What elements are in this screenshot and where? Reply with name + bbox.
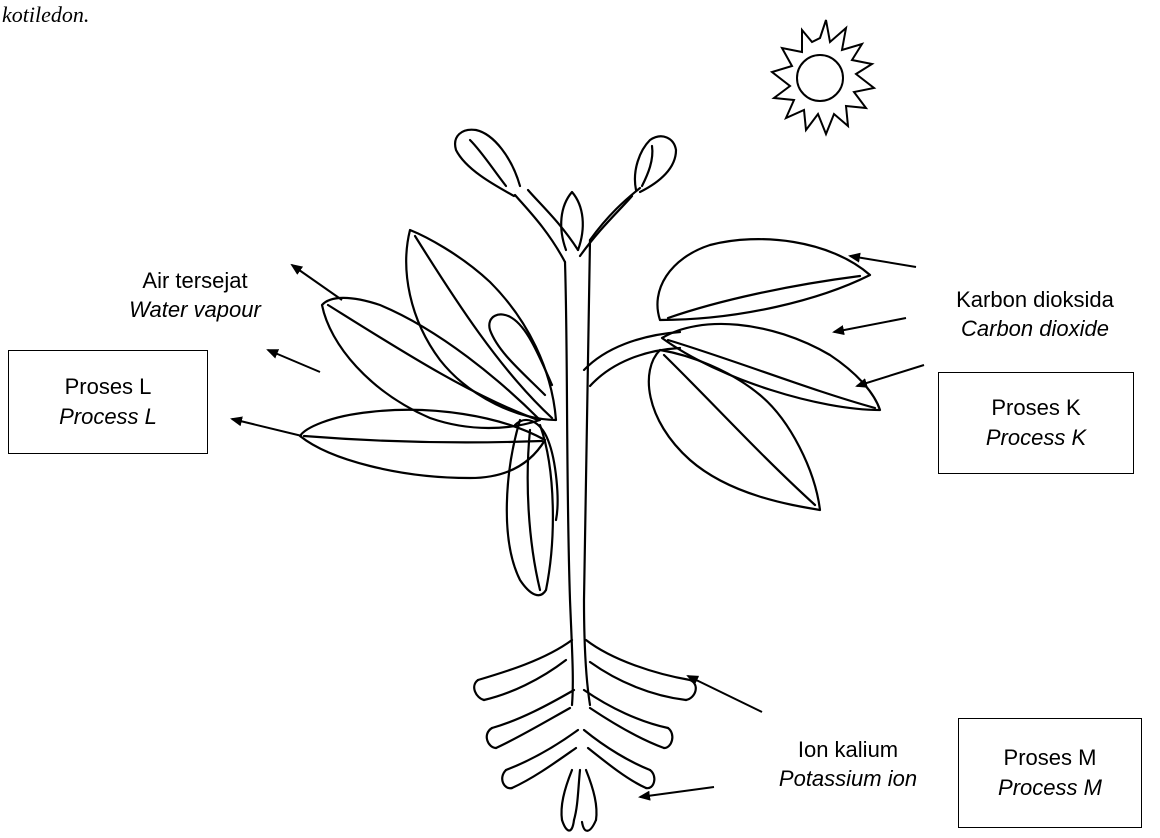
box-process-m-ms: Proses M <box>1004 743 1097 773</box>
arrow-icon <box>268 350 320 372</box>
box-process-k-ms: Proses K <box>991 393 1080 423</box>
box-process-m-en: Process M <box>998 773 1102 803</box>
box-process-k-en: Process K <box>986 423 1086 453</box>
box-process-m: Proses M Process M <box>958 718 1142 828</box>
box-process-l-en: Process L <box>59 402 157 432</box>
arrow-icon <box>857 365 924 386</box>
label-carbon-dioxide: Karbon dioksida Carbon dioxide <box>920 285 1150 343</box>
label-water-vapour-ms: Air tersejat <box>90 266 300 295</box>
label-carbon-dioxide-ms: Karbon dioksida <box>920 285 1150 314</box>
arrow-icon <box>850 256 916 267</box>
label-water-vapour: Air tersejat Water vapour <box>90 266 300 324</box>
label-potassium-ion-en: Potassium ion <box>748 764 948 793</box>
arrow-group <box>232 256 924 797</box>
arrow-icon <box>834 318 906 332</box>
label-potassium-ion: Ion kalium Potassium ion <box>748 735 948 793</box>
box-process-l: Proses L Process L <box>8 350 208 454</box>
sun-icon <box>772 20 874 134</box>
box-process-k: Proses K Process K <box>938 372 1134 474</box>
arrow-icon <box>640 787 714 797</box>
label-carbon-dioxide-en: Carbon dioxide <box>920 314 1150 343</box>
box-process-l-ms: Proses L <box>65 372 152 402</box>
plant-illustration <box>300 130 880 831</box>
label-potassium-ion-ms: Ion kalium <box>748 735 948 764</box>
arrow-icon <box>688 676 762 712</box>
label-water-vapour-en: Water vapour <box>90 295 300 324</box>
arrow-icon <box>232 419 302 436</box>
